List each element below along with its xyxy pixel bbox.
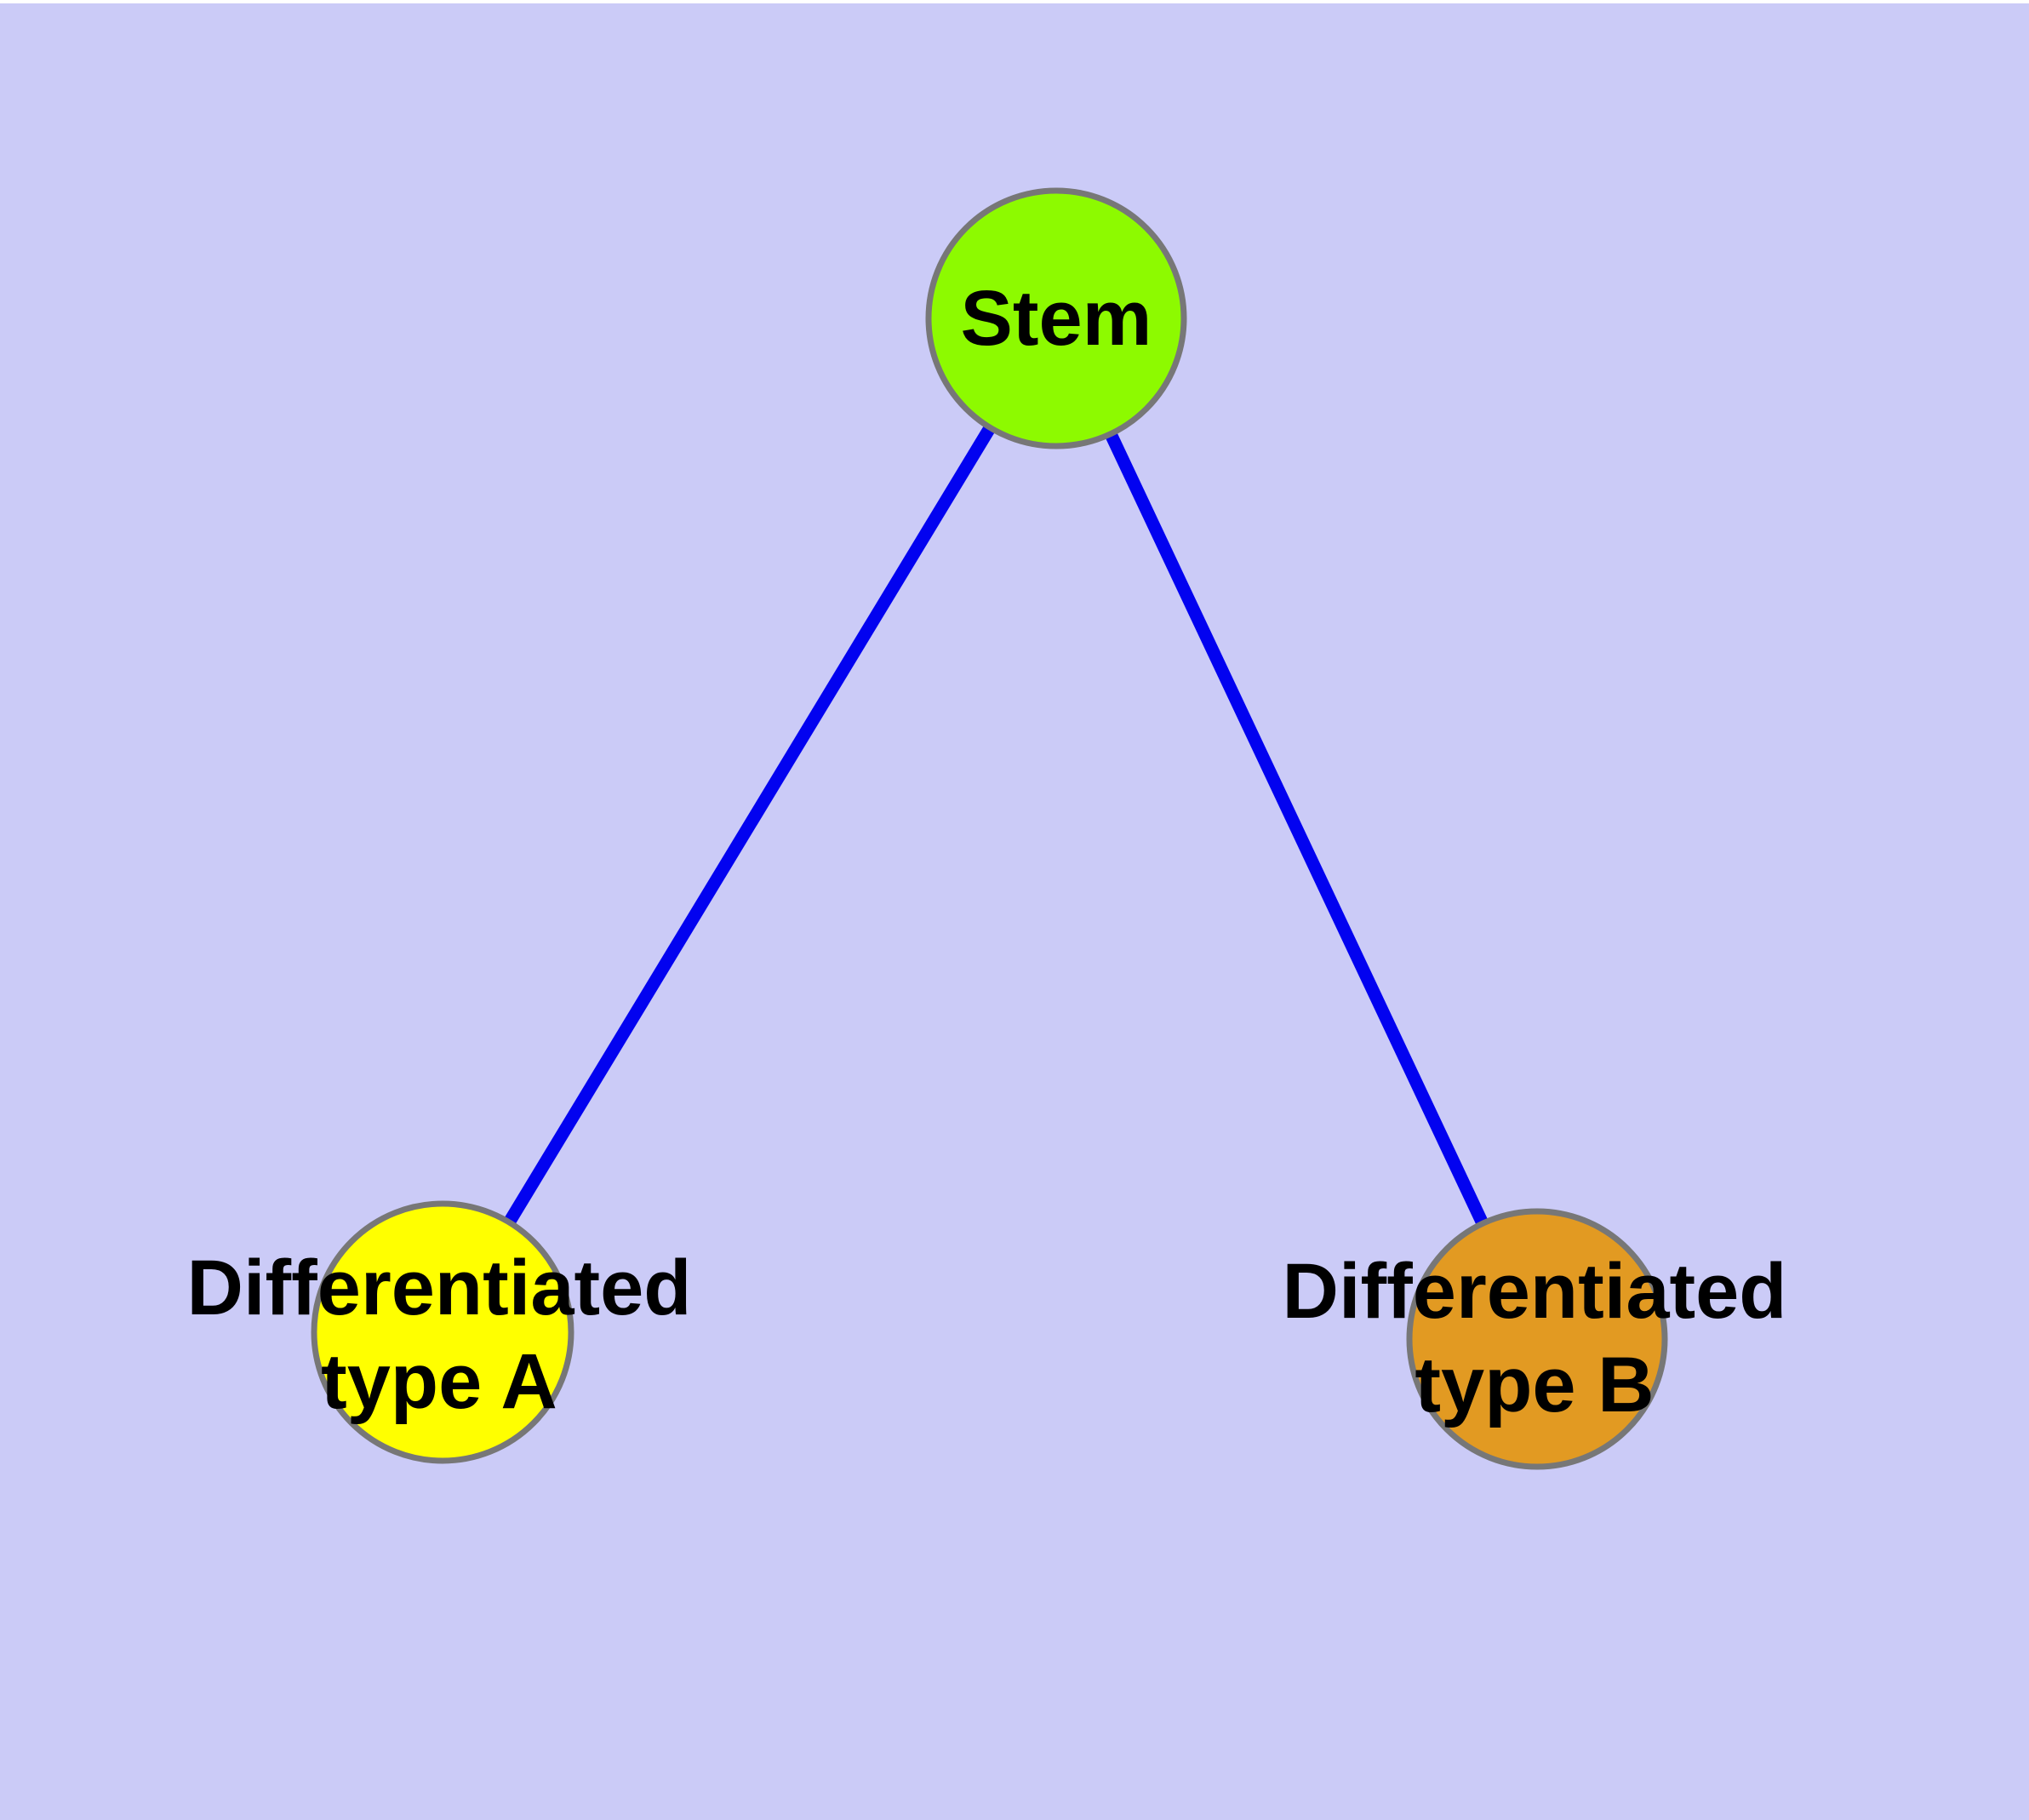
node-stem-label-line1: Stem (960, 275, 1152, 362)
node-stem-label: Stem (961, 272, 1152, 365)
node-type-b-label-line1: Differentiated (1282, 1248, 1787, 1335)
edge-stem-to-type-b (1050, 315, 1543, 1342)
graph-svg (311, 187, 1668, 1470)
node-type-b-circle (1406, 1208, 1668, 1470)
edge-stem-to-type-a (437, 315, 1062, 1336)
node-type-a-label-line2: type A (321, 1338, 557, 1425)
node-stem-circle (925, 187, 1187, 449)
node-type-a-label: Differentiated type A (187, 1241, 692, 1428)
graph-canvas: Stem Differentiated type A Differentiate… (0, 3, 2029, 1820)
node-type-a-label-line1: Differentiated (186, 1245, 692, 1331)
node-type-b-label-line2: type B (1415, 1342, 1655, 1428)
node-type-b-label: Differentiated type B (1283, 1245, 1787, 1432)
node-type-a-circle (311, 1200, 574, 1464)
